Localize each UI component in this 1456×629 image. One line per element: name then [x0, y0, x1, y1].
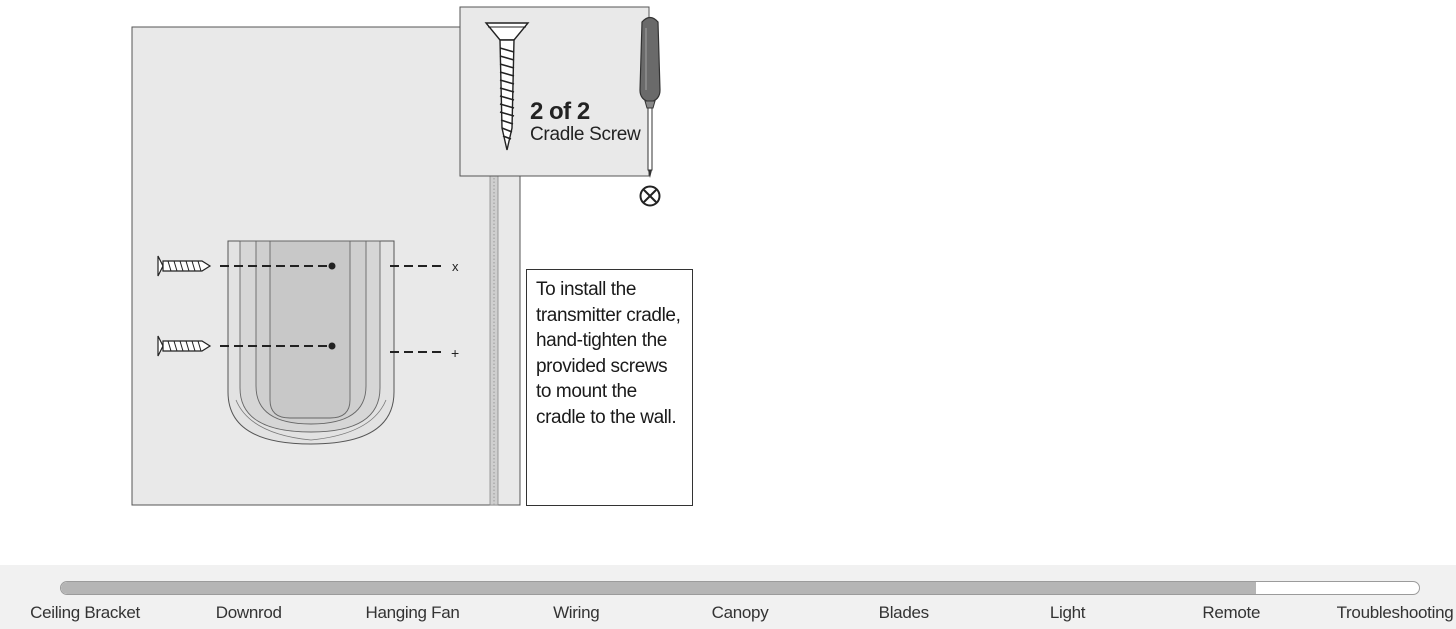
- step-wiring[interactable]: Wiring: [553, 603, 600, 622]
- screwdriver-icon: [639, 16, 661, 178]
- transmitter-cradle: [227, 240, 395, 445]
- parts-box: [459, 6, 650, 177]
- parts-label: 2 of 2 Cradle Screw: [530, 98, 641, 145]
- progress-bar: [60, 581, 1420, 595]
- step-blades[interactable]: Blades: [878, 603, 929, 622]
- instruction-text: To install the transmitter cradle, hand-…: [536, 279, 681, 428]
- step-ceiling-bracket[interactable]: Ceiling Bracket: [30, 603, 140, 622]
- parts-count: 2 of 2: [530, 98, 590, 125]
- progress-fill: [61, 582, 1257, 594]
- screw-icon: [484, 22, 530, 151]
- step-canopy[interactable]: Canopy: [711, 603, 769, 622]
- svg-text:+: +: [451, 345, 459, 361]
- step-light[interactable]: Light: [1049, 603, 1086, 622]
- step-hanging-fan[interactable]: Hanging Fan: [365, 603, 460, 622]
- installation-illustration: x +: [131, 6, 661, 506]
- svg-text:x: x: [452, 259, 459, 274]
- step-downrod[interactable]: Downrod: [215, 603, 282, 622]
- lower-screw: [157, 335, 212, 357]
- step-remote[interactable]: Remote: [1202, 603, 1261, 622]
- step-troubleshooting[interactable]: Troubleshooting: [1336, 603, 1454, 622]
- phillips-head-icon: [639, 185, 661, 207]
- progress-navigation: Ceiling Bracket Downrod Hanging Fan Wiri…: [0, 565, 1456, 629]
- instruction-box: To install the transmitter cradle, hand-…: [526, 269, 693, 506]
- parts-name: Cradle Screw: [530, 124, 641, 145]
- upper-screw: [157, 255, 212, 277]
